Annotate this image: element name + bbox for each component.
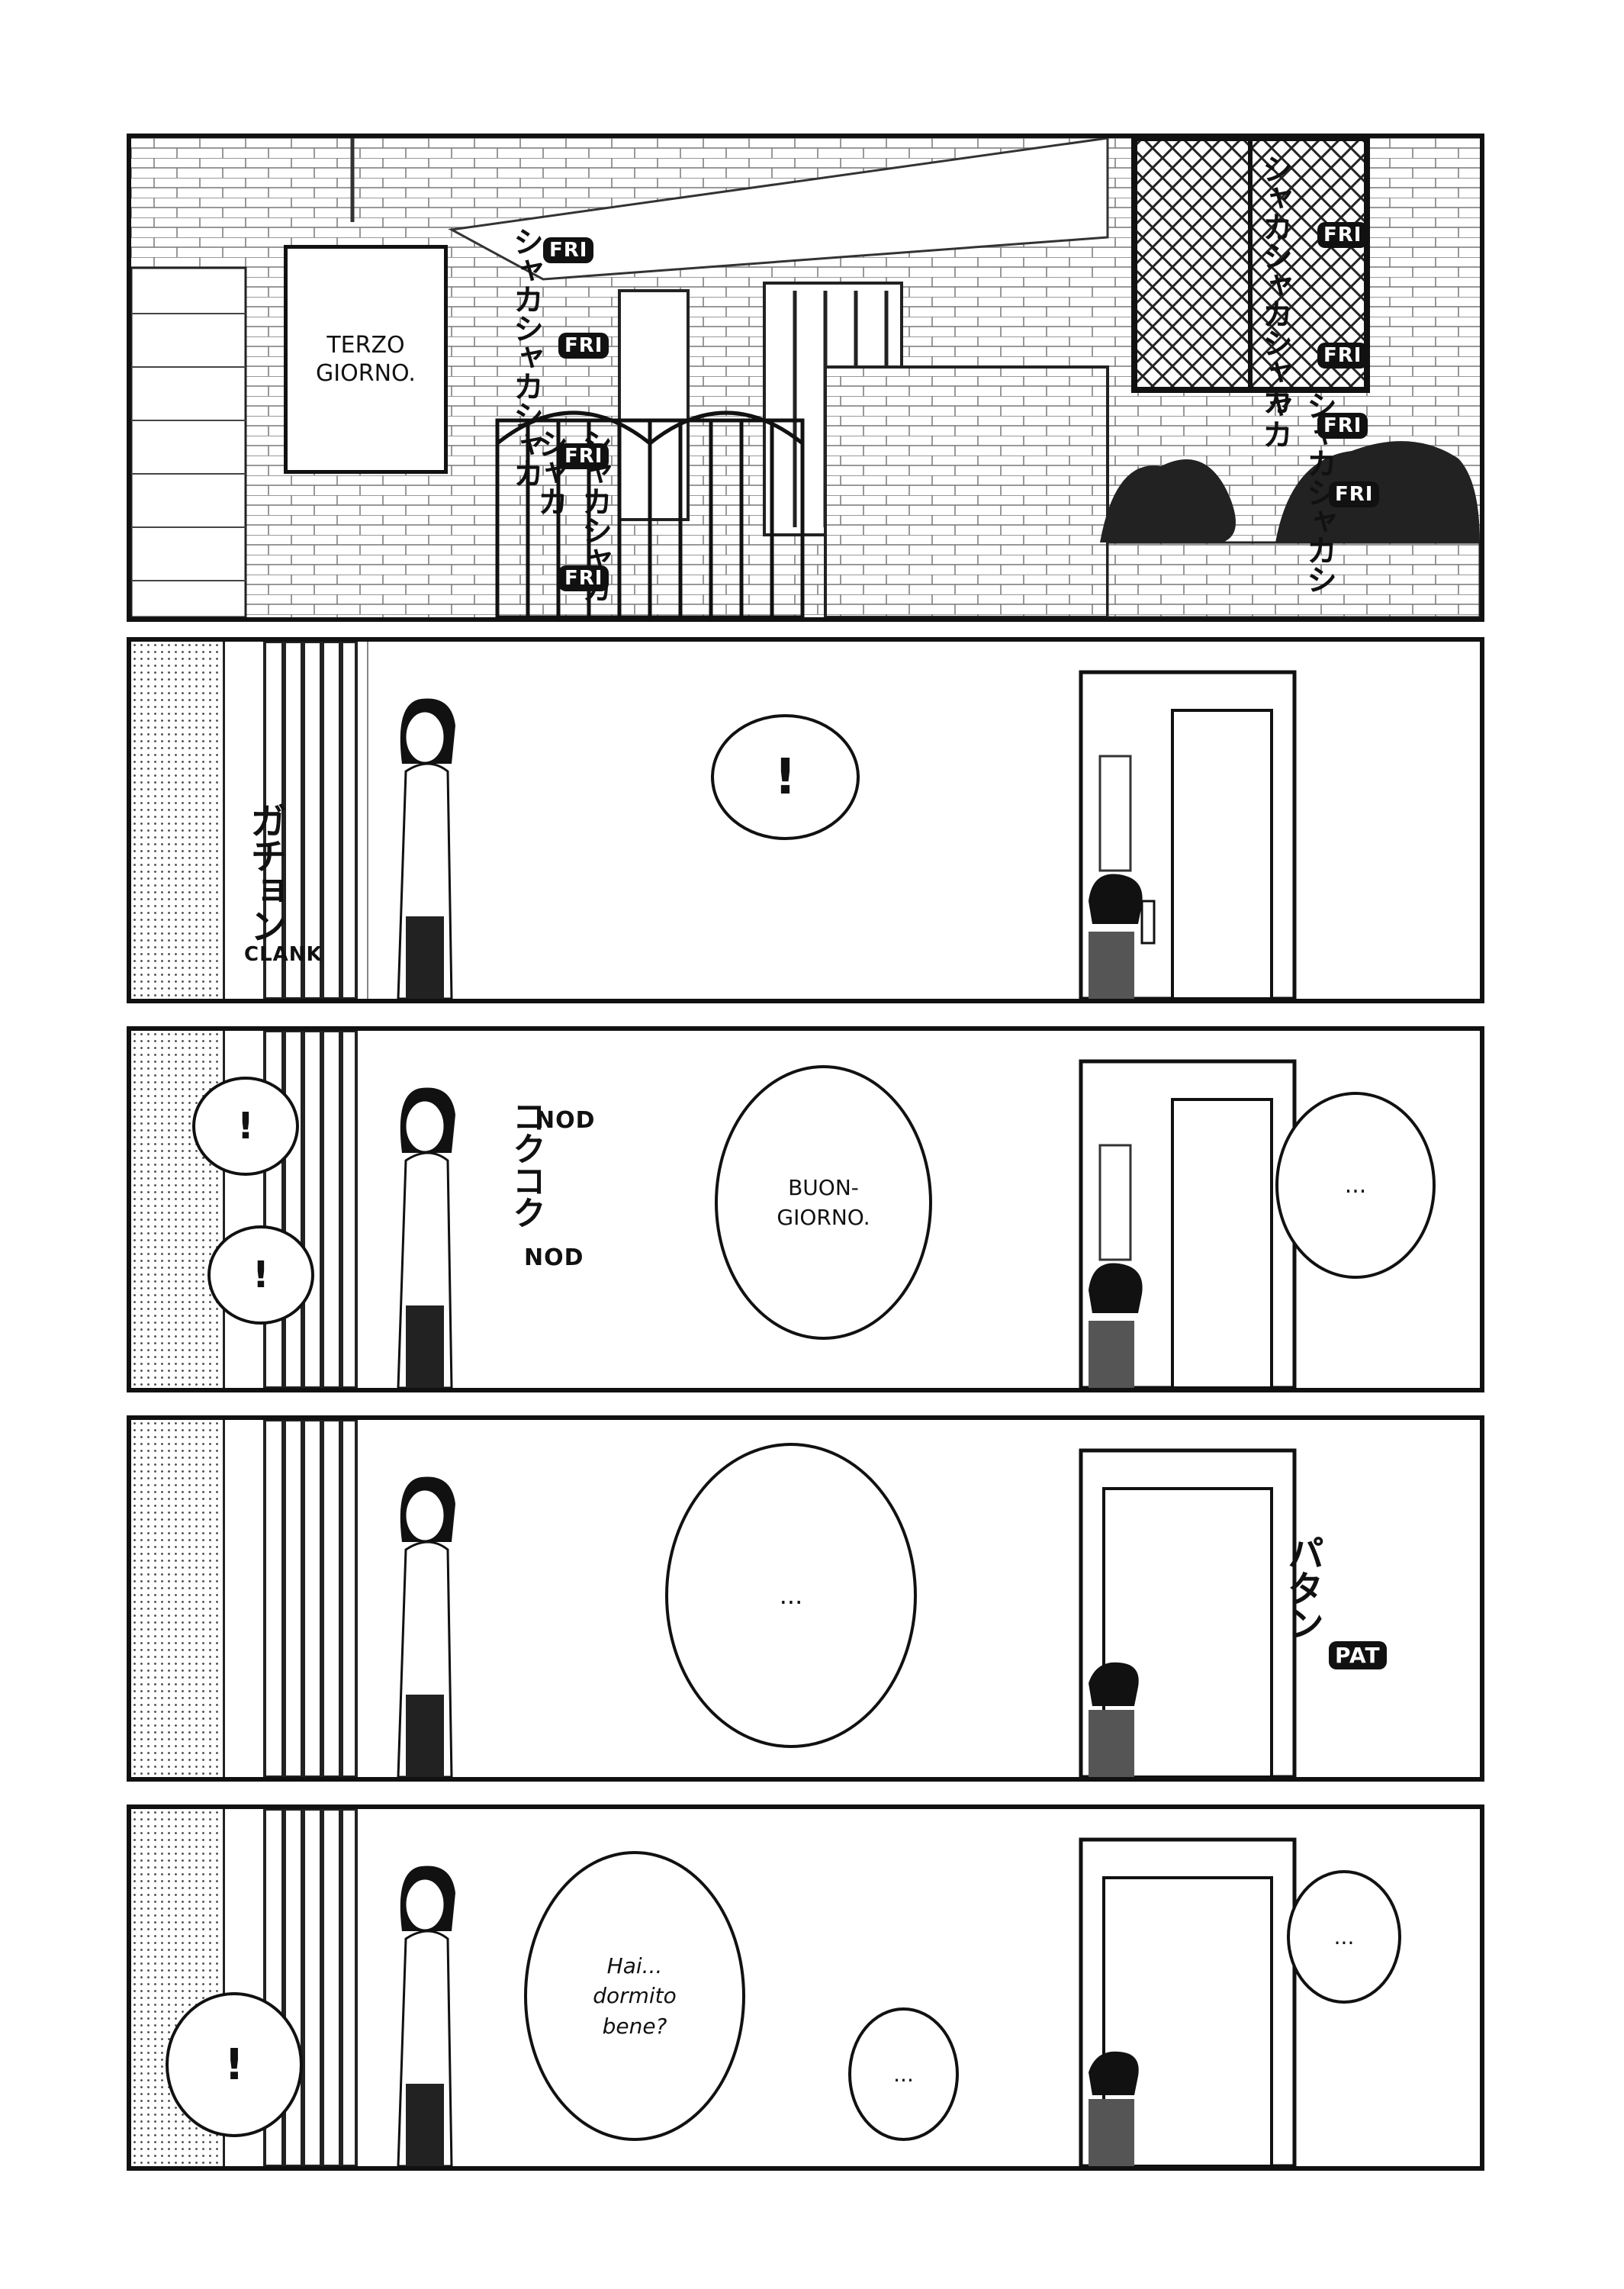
sound-effect-fri: FRI — [1317, 222, 1368, 248]
doorway-scene-illustration — [263, 1420, 1297, 1777]
speech-bubble: ... — [848, 2007, 959, 2141]
jp-sound-effect: パタン — [1281, 1534, 1323, 1640]
sound-effect-fri: FRI — [1317, 343, 1368, 369]
sound-effect-fri: FRI — [1317, 413, 1368, 439]
sound-effect-fri: FRI — [558, 333, 609, 359]
doorway-scene-illustration — [263, 642, 1297, 999]
jp-sound-effect: コクコク — [506, 1099, 545, 1228]
dotted-wall — [131, 1420, 225, 1777]
sound-effect-pat: PAT — [1329, 1641, 1387, 1669]
speech-bubble: ! — [207, 1225, 314, 1325]
speech-bubble: Hai... dormito bene? — [524, 1851, 745, 2141]
jp-sound-effect: シャカシャカシャカ — [1257, 153, 1292, 414]
sound-effect-nod: NOD — [524, 1244, 584, 1271]
speech-bubble: ... — [1287, 1870, 1401, 2004]
speech-bubble: ! — [166, 1992, 303, 2137]
doorway-scene-illustration — [263, 1809, 1297, 2166]
speech-bubble: ... — [1275, 1092, 1436, 1279]
speech-bubble: ... — [665, 1443, 917, 1748]
sound-effect-nod: NOD — [535, 1107, 596, 1134]
manga-panel-4: ... パタン PAT — [127, 1415, 1484, 1782]
speech-bubble: ! — [711, 714, 860, 840]
sound-effect-fri: FRI — [543, 237, 594, 263]
speech-bubble: ! — [192, 1077, 299, 1176]
narration-caption: TERZO GIORNO. — [284, 245, 448, 474]
jp-sound-effect: ガチョン — [243, 802, 286, 942]
sound-effect-fri: FRI — [558, 443, 609, 469]
house-exterior-illustration — [131, 138, 1480, 617]
dotted-wall — [131, 642, 225, 999]
sound-effect-clank: CLANK — [244, 943, 323, 966]
manga-panel-3: ! ! コクコク NOD NOD BUON- GIORNO. ... — [127, 1026, 1484, 1392]
speech-bubble: BUON- GIORNO. — [715, 1065, 932, 1340]
manga-panel-5: ! Hai... dormito bene? ... ... — [127, 1804, 1484, 2171]
sound-effect-fri: FRI — [558, 565, 609, 591]
manga-panel-2: ! ガチョン CLANK — [127, 637, 1484, 1003]
jp-sound-effect: シャカシャカシャカ — [508, 226, 543, 487]
sound-effect-fri: FRI — [1329, 481, 1380, 507]
manga-panel-1: TERZO GIORNO. シャカシャカシャカ シャカシャカシャカ シャカシャカ… — [127, 134, 1484, 622]
